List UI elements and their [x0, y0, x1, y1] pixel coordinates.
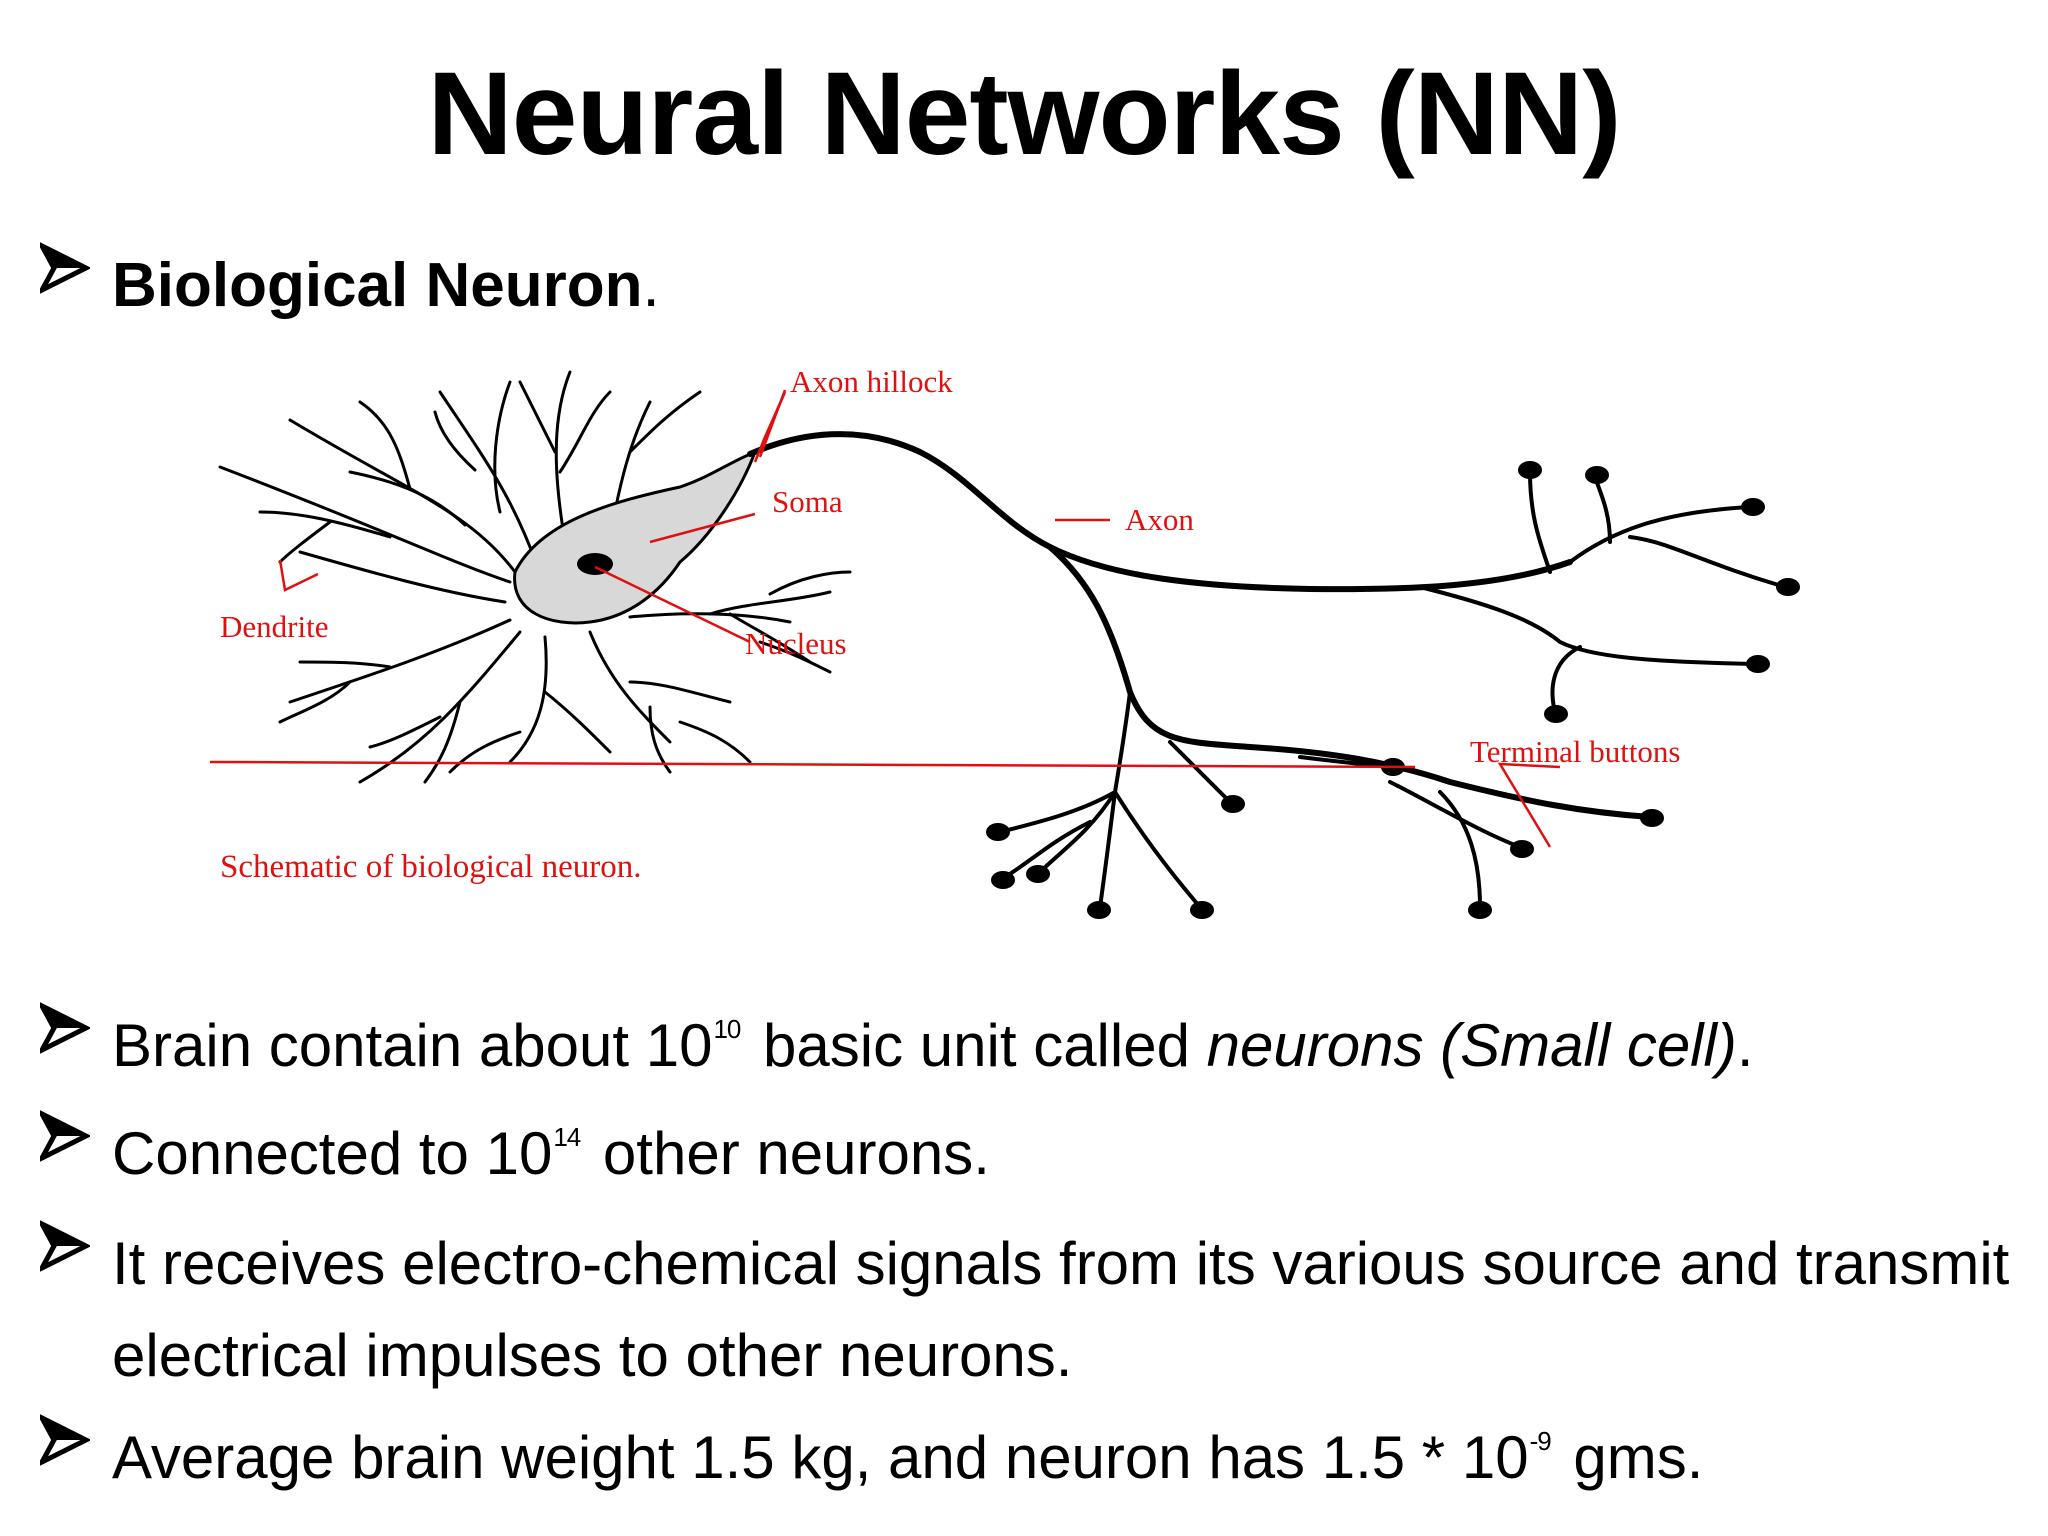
- bullet-text: It receives electro-chemical signals fro…: [112, 1230, 2010, 1389]
- exponent: -9: [1529, 1426, 1552, 1456]
- bullet-heading: Biological Neuron: [112, 251, 643, 320]
- arrowhead-bullet-icon: [40, 1218, 112, 1274]
- arrowhead-bullet-icon: [40, 1000, 112, 1056]
- bullet-suffix: .: [642, 251, 660, 320]
- bullet-text-post: gms.: [1556, 1424, 1704, 1491]
- bullet-biological-neuron: Biological Neuron.: [40, 240, 660, 332]
- bullet-suffix: .: [1736, 1012, 1754, 1079]
- bullet-signals: It receives electro-chemical signals fro…: [40, 1218, 2032, 1402]
- bullet-brain-weight: Average brain weight 1.5 kg, and neuron …: [40, 1412, 1703, 1504]
- terminal-buttons: [986, 461, 1800, 919]
- bullet-text-pre: Brain contain about 10: [112, 1012, 713, 1079]
- label-terminal-buttons: Terminal buttons: [1470, 734, 1681, 769]
- arrowhead-bullet-icon: [40, 240, 112, 296]
- label-nucleus: Nucleus: [745, 626, 847, 661]
- exponent: 10: [713, 1014, 741, 1044]
- bullet-text-italic: neurons (Small cell): [1206, 1012, 1737, 1079]
- diagram-caption: Schematic of biological neuron.: [220, 849, 642, 885]
- slide-title: Neural Networks (NN): [427, 48, 1621, 180]
- neuron-diagram: Axon hillock Soma Axon Dendrite Nucleus …: [210, 364, 1800, 919]
- label-axon: Axon: [1125, 502, 1194, 537]
- bullet-connections: Connected to 1014 other neurons.: [40, 1108, 990, 1200]
- bullet-text-post: other neurons.: [586, 1120, 990, 1187]
- arrowhead-bullet-icon: [40, 1412, 112, 1468]
- nucleus-dot: [577, 553, 613, 575]
- bullet-text-mid: basic unit called: [746, 1012, 1207, 1079]
- bullet-text-pre: Average brain weight 1.5 kg, and neuron …: [112, 1424, 1529, 1491]
- bullet-text-pre: Connected to 10: [112, 1120, 553, 1187]
- arrowhead-bullet-icon: [40, 1108, 112, 1164]
- label-soma: Soma: [772, 484, 843, 519]
- label-dendrite: Dendrite: [220, 609, 328, 644]
- label-axon-hillock: Axon hillock: [790, 364, 953, 399]
- label-pointers: [210, 389, 1561, 848]
- exponent: 14: [553, 1122, 581, 1152]
- bullet-brain-neurons: Brain contain about 1010 basic unit call…: [40, 1000, 1754, 1092]
- soma-shape: [513, 450, 757, 625]
